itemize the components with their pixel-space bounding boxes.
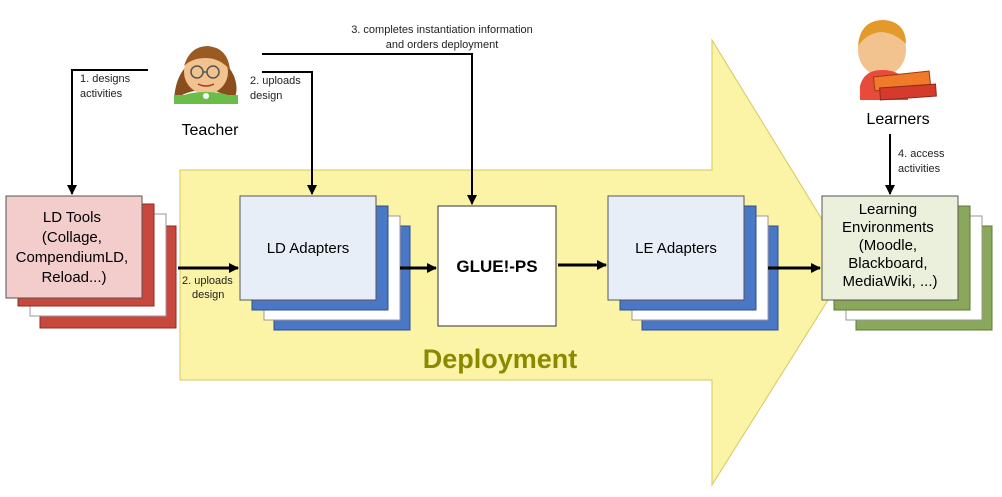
- ld-adapters-label: LD Adapters: [267, 240, 350, 257]
- learners-icon: [858, 20, 937, 101]
- ld-tools-line-4: Reload...): [41, 269, 106, 286]
- ld-tools-line-1: LD Tools: [43, 209, 101, 226]
- teacher-label: Teacher: [182, 122, 240, 139]
- ld-tools-stack: LD Tools (Collage, CompendiumLD, Reload.…: [5, 195, 177, 329]
- ld-tools-box: [5, 195, 143, 299]
- ld-tools-line-2: (Collage,: [42, 229, 102, 246]
- step-designs-line-1: 1. designs: [80, 73, 131, 85]
- ld-adapters-box: [239, 195, 377, 301]
- learning-env-line-4: Blackboard,: [848, 255, 927, 272]
- learning-env-box: [821, 195, 959, 301]
- glue-ps-label: GLUE!-PS: [456, 257, 537, 276]
- arrow-completes: [262, 53, 477, 205]
- deployment-label: Deployment: [423, 344, 578, 374]
- learners-label: Learners: [866, 111, 929, 128]
- learning-env-line-3: (Moodle,: [859, 237, 917, 254]
- le-adapters-stack: LE Adapters: [607, 195, 779, 331]
- step-uploads-top-line-2: design: [250, 90, 282, 102]
- learning-env-line-5: MediaWiki, ...): [842, 273, 937, 290]
- step-access-line-1: 4. access: [898, 148, 945, 160]
- step-completes-line-2: and orders deployment: [386, 39, 499, 51]
- arrow-designs: [67, 69, 148, 195]
- learning-env-stack: Learning Environments (Moodle, Blackboar…: [821, 195, 993, 331]
- ld-adapters-stack: LD Adapters: [239, 195, 411, 331]
- teacher-icon: [174, 46, 238, 104]
- svg-text:3. completes instantiation inf: 3. completes instantiation information an…: [351, 24, 533, 51]
- step-uploads-left-line-1: 2. uploads: [182, 275, 233, 287]
- ld-tools-line-3: CompendiumLD,: [16, 249, 129, 266]
- step-uploads-left-line-2: design: [192, 289, 224, 301]
- le-adapters-box: [607, 195, 745, 301]
- arrow-uploads-top: [262, 71, 317, 195]
- glue-ps-box: [437, 205, 557, 327]
- le-adapters-label: LE Adapters: [635, 240, 717, 257]
- svg-text:LD Tools (Collage,: LD Tools (Collage, CompendiumLD, Reload.…: [16, 209, 133, 286]
- step-access-line-2: activities: [898, 163, 941, 175]
- step-designs-line-2: activities: [80, 88, 123, 100]
- svg-text:Learning Environments: Learning Environments (Moodle, Blackboar…: [842, 201, 938, 290]
- learning-env-line-1: Learning: [859, 201, 917, 218]
- step-completes-line-1: 3. completes instantiation information: [351, 24, 533, 36]
- step-uploads-top-line-1: 2. uploads: [250, 75, 301, 87]
- learning-env-line-2: Environments: [842, 219, 934, 236]
